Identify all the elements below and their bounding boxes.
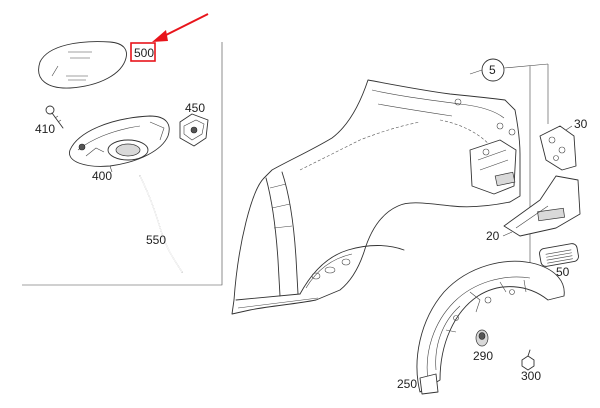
- callout-5: 5: [489, 63, 496, 77]
- bracket-30[interactable]: [539, 125, 577, 171]
- callout-410: 410: [35, 122, 55, 136]
- red-pointer-arrow: [152, 13, 209, 42]
- drain-hose-550[interactable]: [139, 175, 183, 273]
- callout-550: 550: [146, 233, 166, 247]
- callout-30: 30: [574, 117, 588, 131]
- callout-50: 50: [556, 265, 570, 279]
- callout-250: 250: [397, 377, 417, 391]
- screw-300[interactable]: [521, 349, 535, 371]
- callout-300: 300: [521, 369, 541, 383]
- screw-410[interactable]: [45, 105, 64, 129]
- callout-450: 450: [185, 101, 205, 115]
- actuator-450[interactable]: [179, 113, 209, 147]
- reinforcement-20[interactable]: [502, 175, 581, 237]
- callout-400: 400: [92, 169, 112, 183]
- wheel-arch-liner-250[interactable]: [416, 260, 565, 395]
- fuel-door-cover[interactable]: [38, 41, 127, 89]
- inset-frame: [22, 42, 223, 286]
- callout-5-marker: 5: [469, 58, 549, 290]
- callout-500: 500: [134, 46, 154, 60]
- clip-290[interactable]: [475, 329, 489, 347]
- callout-20: 20: [486, 229, 500, 243]
- vent-grille-50[interactable]: [539, 243, 580, 267]
- callout-290: 290: [473, 349, 493, 363]
- fuel-filler-housing-400[interactable]: [69, 115, 170, 173]
- rear-quarter-panel[interactable]: [231, 79, 521, 315]
- label-500-highlight: 500: [130, 42, 156, 62]
